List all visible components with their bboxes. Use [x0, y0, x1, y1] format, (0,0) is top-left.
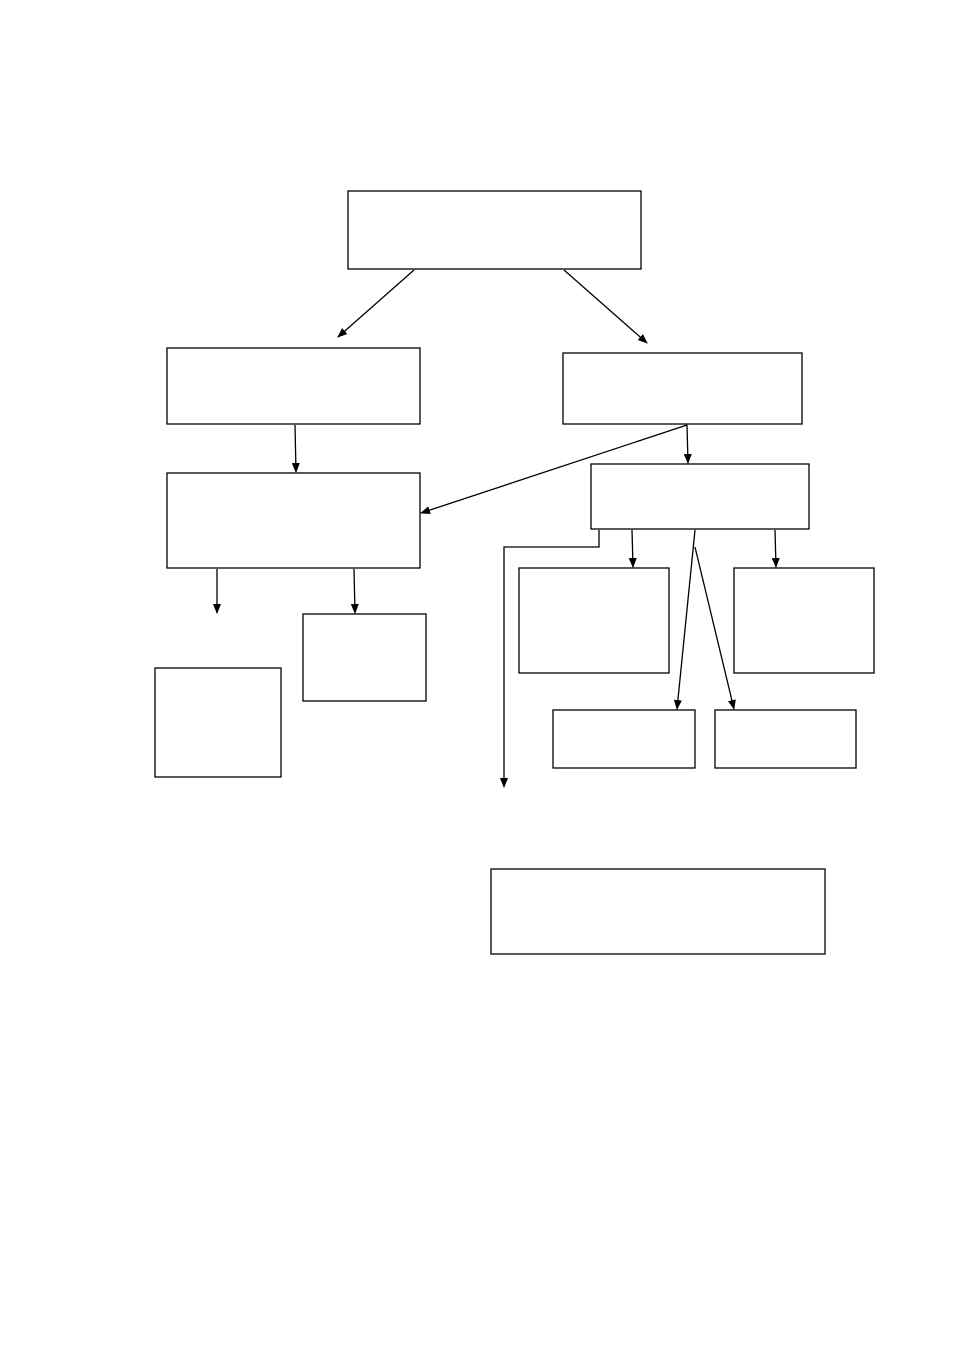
arrow-top-to-right-level-2 [563, 269, 648, 344]
box-top [347, 190, 642, 270]
arrow-right-level-3-to-bottom-box [500, 530, 600, 788]
box-left-level-2 [166, 347, 421, 425]
box-left-leaf-b [302, 613, 427, 702]
box-right-leaf-b [733, 567, 875, 674]
box-left-level-3 [166, 472, 421, 569]
box-left-leaf-a [154, 667, 282, 778]
box-right-leaf-d [714, 709, 857, 769]
box-right-leaf-a [518, 567, 670, 674]
box-right-level-2 [562, 352, 803, 425]
arrow-top-to-left-level-2 [337, 269, 415, 338]
arrow-left-level-2-to-left-level-3 [291, 424, 300, 473]
arrow-left-level-3-to-left-leaf-b [350, 568, 359, 614]
arrow-right-level-3-to-right-leaf-c [673, 529, 696, 710]
box-right-leaf-c [552, 709, 696, 769]
box-right-level-3 [590, 463, 810, 530]
arrow-right-level-3-to-right-leaf-a [628, 529, 637, 568]
box-bottom [490, 868, 826, 955]
arrow-right-level-3-to-right-leaf-d [694, 546, 736, 710]
arrow-right-level-3-to-right-leaf-b [771, 529, 780, 568]
arrow-right-level-2-to-left-level-3 [420, 424, 688, 514]
arrow-right-level-2-to-right-level-3 [683, 424, 692, 464]
